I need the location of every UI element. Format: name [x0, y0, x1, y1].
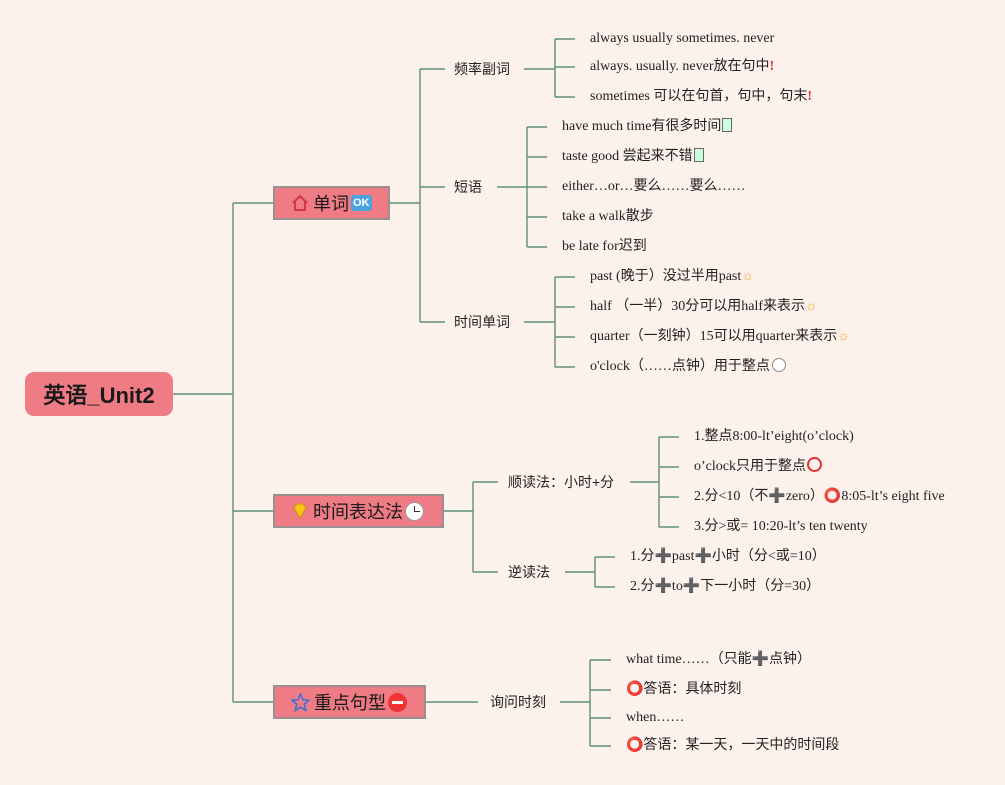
- sub-phrases[interactable]: 短语: [454, 179, 482, 195]
- leaf-item[interactable]: 1.整点8:00-lt’eight(o’clock): [694, 429, 854, 444]
- sun-icon: ☼: [837, 329, 851, 344]
- sub-ask-time[interactable]: 询问时刻: [490, 694, 546, 710]
- leaf-item[interactable]: always usually sometimes. never: [590, 31, 775, 46]
- sub-time-words[interactable]: 时间单词: [454, 314, 510, 330]
- leaf-item[interactable]: ⭕答语：某一天，一天中的时间段: [626, 738, 840, 753]
- leaf-item[interactable]: past (晚于）没过半用past☼: [590, 269, 755, 284]
- no-entry-icon: [388, 692, 407, 712]
- house-icon: [291, 194, 309, 212]
- leaf-item[interactable]: sometimes 可以在句首，句中，句末!: [590, 89, 813, 104]
- connector-sub-3-1: [560, 659, 611, 747]
- leaf-item[interactable]: ⭕答语：具体时刻: [626, 682, 742, 697]
- connector-sub-1-1: [524, 38, 575, 98]
- leaf-item[interactable]: taste good 尝起来不错: [562, 147, 704, 167]
- exclamation-icon: !: [807, 89, 813, 104]
- branch-label: 单词: [313, 194, 349, 214]
- connector-sub-1-3: [524, 276, 575, 368]
- red-circle-icon: [806, 457, 822, 472]
- leaf-item[interactable]: half （一半）30分可以用half来表示☼: [590, 299, 818, 314]
- leaf-item[interactable]: 2.分<10（不➕zero）⭕8:05-lt’s eight five: [694, 489, 945, 504]
- sun-icon: ☼: [805, 299, 818, 314]
- phone-icon: [693, 148, 704, 162]
- leaf-item[interactable]: 1.分➕past➕小时（分<或=10）: [630, 549, 826, 564]
- branch-time-expression[interactable]: 时间表达法: [273, 494, 444, 528]
- sub-frequency-adverbs[interactable]: 频率副词: [454, 61, 510, 77]
- connector-sub-1-2: [497, 126, 547, 248]
- ok-badge-icon: OK: [351, 195, 372, 211]
- phone-icon: [722, 118, 733, 132]
- leaf-item[interactable]: 3.分>或= 10:20-lt’s ten twenty: [694, 519, 868, 534]
- clock-icon: [405, 501, 424, 521]
- sub-forward-reading[interactable]: 顺读法：小时+分: [508, 474, 615, 490]
- leaf-item[interactable]: o'clock（……点钟）用于整点: [590, 357, 786, 377]
- gem-icon: [291, 502, 309, 520]
- connector-root: [173, 202, 273, 703]
- sun-icon: ☼: [741, 269, 755, 284]
- leaf-item[interactable]: what time……（只能➕点钟）: [626, 652, 812, 667]
- connector-branch-2: [443, 481, 498, 573]
- connector-branch-1: [389, 68, 445, 323]
- leaf-item[interactable]: o’clock只用于整点: [694, 457, 823, 477]
- sub-reverse-reading[interactable]: 逆读法: [508, 564, 550, 580]
- leaf-item[interactable]: 2.分➕to➕下一小时（分=30）: [630, 579, 821, 594]
- root-node[interactable]: 英语_Unit2: [25, 372, 173, 416]
- branch-label: 时间表达法: [313, 502, 403, 522]
- leaf-item[interactable]: take a walk散步: [562, 209, 654, 224]
- leaf-item[interactable]: quarter（一刻钟）15可以用quarter来表示☼: [590, 329, 851, 344]
- leaf-item[interactable]: be late for迟到: [562, 239, 647, 254]
- leaf-item[interactable]: have much time有很多时间: [562, 117, 733, 137]
- clock-icon: [771, 358, 786, 372]
- branch-label: 重点句型: [314, 693, 386, 713]
- star-icon: [291, 692, 310, 712]
- connector-sub-2-2: [565, 556, 615, 588]
- branch-key-sentences[interactable]: 重点句型: [273, 685, 426, 719]
- connector-sub-2-1: [630, 436, 679, 528]
- branch-vocabulary[interactable]: 单词 OK: [273, 186, 390, 220]
- leaf-item[interactable]: when……: [626, 710, 685, 725]
- leaf-item[interactable]: always. usually. never放在句中!: [590, 59, 775, 74]
- leaf-item[interactable]: either…or…要么……要么……: [562, 179, 746, 194]
- exclamation-icon: !: [769, 59, 775, 74]
